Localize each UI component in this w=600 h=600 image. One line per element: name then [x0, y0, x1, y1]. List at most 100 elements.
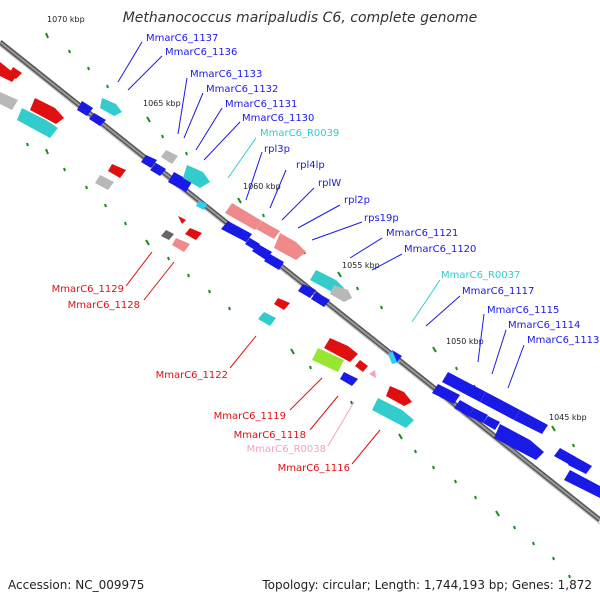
gene-arrow	[483, 416, 500, 430]
gene-arrow	[514, 410, 548, 434]
gene-arrow	[442, 372, 486, 402]
gene-arrow	[178, 216, 186, 224]
tick-mark	[350, 400, 353, 405]
gene-arrow	[225, 203, 262, 230]
gene-arrow	[258, 312, 276, 326]
tick-mark	[45, 148, 49, 155]
tick-mark	[104, 203, 107, 208]
gene-label: MmarC6_R0037	[441, 270, 520, 281]
gene-arrow	[150, 163, 166, 176]
gene-arrow	[252, 244, 272, 260]
tick-mark	[87, 66, 90, 71]
gene-arrow	[30, 98, 64, 124]
gene-arrow	[183, 165, 210, 188]
tick-mark	[495, 510, 500, 517]
kbp-label: 1070 kbp	[47, 15, 85, 24]
gene-label: MmarC6_1116	[278, 463, 350, 474]
gene-arrow	[185, 228, 202, 240]
tick-mark	[262, 213, 265, 218]
tick-mark	[26, 142, 29, 147]
gene-arrow	[196, 200, 207, 210]
gene-arrow	[172, 238, 190, 252]
gene-arrow	[89, 113, 106, 126]
kbp-label: 1055 kbp	[342, 261, 380, 270]
tick-mark	[45, 32, 49, 39]
gene-arrow	[108, 164, 126, 178]
tick-mark	[380, 305, 383, 310]
gene-label: rpl4lp	[296, 160, 325, 171]
gene-label: rplW	[318, 178, 341, 189]
gene-arrow	[274, 298, 290, 310]
tick-mark	[237, 197, 242, 204]
gene-label: MmarC6_1133	[190, 69, 262, 80]
tick-marks-outer	[26, 142, 571, 579]
tick-mark	[106, 84, 109, 89]
tick-mark	[551, 425, 556, 432]
tick-mark	[432, 465, 435, 470]
gene-arrow	[454, 400, 474, 416]
features-upper	[0, 62, 600, 498]
kbp-label: 1045 kbp	[549, 413, 587, 422]
tick-mark	[68, 49, 71, 54]
gene-arrow	[0, 92, 18, 110]
tick-mark	[85, 185, 88, 190]
tick-mark	[228, 306, 231, 311]
gene-arrow	[256, 221, 280, 239]
tick-mark	[572, 443, 575, 448]
accession-text: Accession: NC_009975	[8, 578, 145, 592]
gene-arrow	[9, 67, 22, 79]
gene-arrow	[324, 338, 358, 362]
gene-arrow	[369, 370, 376, 378]
gene-arrow	[340, 372, 358, 386]
tick-mark	[454, 479, 457, 484]
gene-arrow	[17, 108, 58, 138]
tick-mark	[145, 239, 150, 246]
gene-arrow	[298, 284, 316, 298]
tick-mark	[356, 286, 359, 291]
gene-label: MmarC6_1137	[146, 33, 218, 44]
gene-arrow	[386, 386, 412, 406]
gene-label: MmarC6_1132	[206, 84, 278, 95]
tick-mark	[187, 273, 190, 278]
gene-arrow	[95, 175, 114, 190]
tick-mark	[167, 256, 170, 261]
kbp-label: 1050 kbp	[446, 337, 484, 346]
tick-mark	[398, 433, 403, 440]
gene-label: MmarC6_1113	[527, 335, 599, 346]
tick-mark	[414, 449, 417, 454]
gene-label: rps19p	[364, 213, 399, 224]
gene-label: MmarC6_1115	[487, 305, 559, 316]
gene-arrow	[141, 155, 157, 168]
gene-arrow	[432, 384, 460, 404]
gene-label: MmarC6_1122	[156, 370, 228, 381]
gene-arrow	[480, 392, 520, 420]
gene-label: MmarC6_1136	[165, 47, 237, 58]
gene-label: MmarC6_1128	[68, 300, 140, 311]
gene-label: MmarC6_1120	[404, 244, 476, 255]
gene-arrow	[355, 360, 368, 372]
gene-arrow	[554, 448, 576, 465]
tick-mark	[552, 556, 555, 561]
features-lower	[0, 92, 414, 428]
gene-arrow	[312, 348, 344, 372]
tick-mark	[124, 221, 127, 226]
gene-label: MmarC6_R0038	[247, 444, 326, 455]
gene-arrow	[100, 98, 122, 116]
tick-mark	[568, 574, 571, 579]
gene-arrow	[168, 172, 192, 192]
gene-arrow	[372, 398, 414, 428]
tick-mark	[513, 525, 516, 530]
gene-arrow	[77, 101, 93, 116]
gene-arrow	[392, 350, 402, 362]
tick-mark	[208, 289, 211, 294]
gene-arrow	[264, 254, 284, 270]
gene-label: MmarC6_R0039	[260, 128, 339, 139]
gene-arrow	[274, 233, 306, 260]
gene-arrow	[494, 424, 544, 460]
gene-arrow	[161, 230, 174, 240]
tick-mark	[309, 365, 312, 370]
kbp-label: 1060 kbp	[243, 182, 281, 191]
gene-label: rpl3p	[264, 144, 290, 155]
map-title: Methanococcus maripaludis C6, complete g…	[122, 10, 478, 26]
